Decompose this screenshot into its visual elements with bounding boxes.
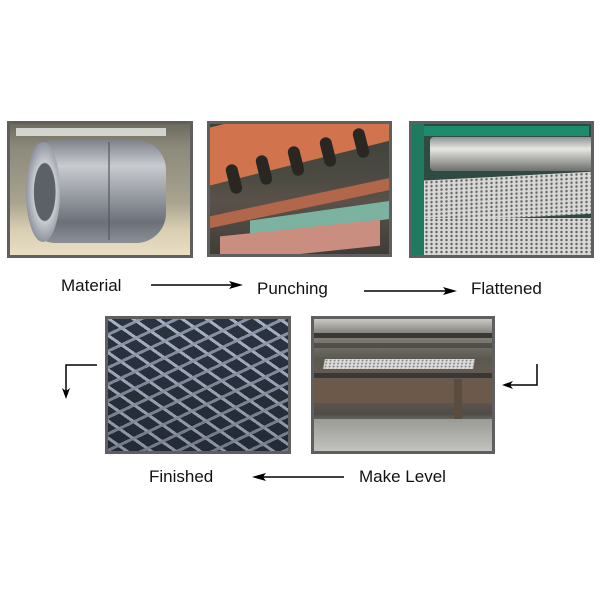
arrow-right-icon: [364, 287, 457, 295]
steel-coil-photo: [7, 121, 193, 258]
arrow-left-icon: [252, 473, 344, 481]
step-label-punching: Punching: [257, 279, 328, 298]
expanded-metal-mesh-photo: [105, 316, 291, 454]
punching-machine-photo: [207, 121, 392, 257]
arrow-bent-left-icon: [502, 364, 538, 389]
step-label-make-level: Make Level: [359, 467, 446, 486]
arrow-bent-down-icon: [62, 364, 97, 399]
step-label-finished: Finished: [149, 467, 214, 486]
step-label-material: Material: [61, 276, 122, 295]
step-label-flattened: Flattened: [471, 279, 542, 298]
flattening-rollers-photo: [409, 121, 594, 258]
leveling-machine-photo: [311, 316, 495, 454]
arrow-right-icon: [151, 281, 243, 289]
